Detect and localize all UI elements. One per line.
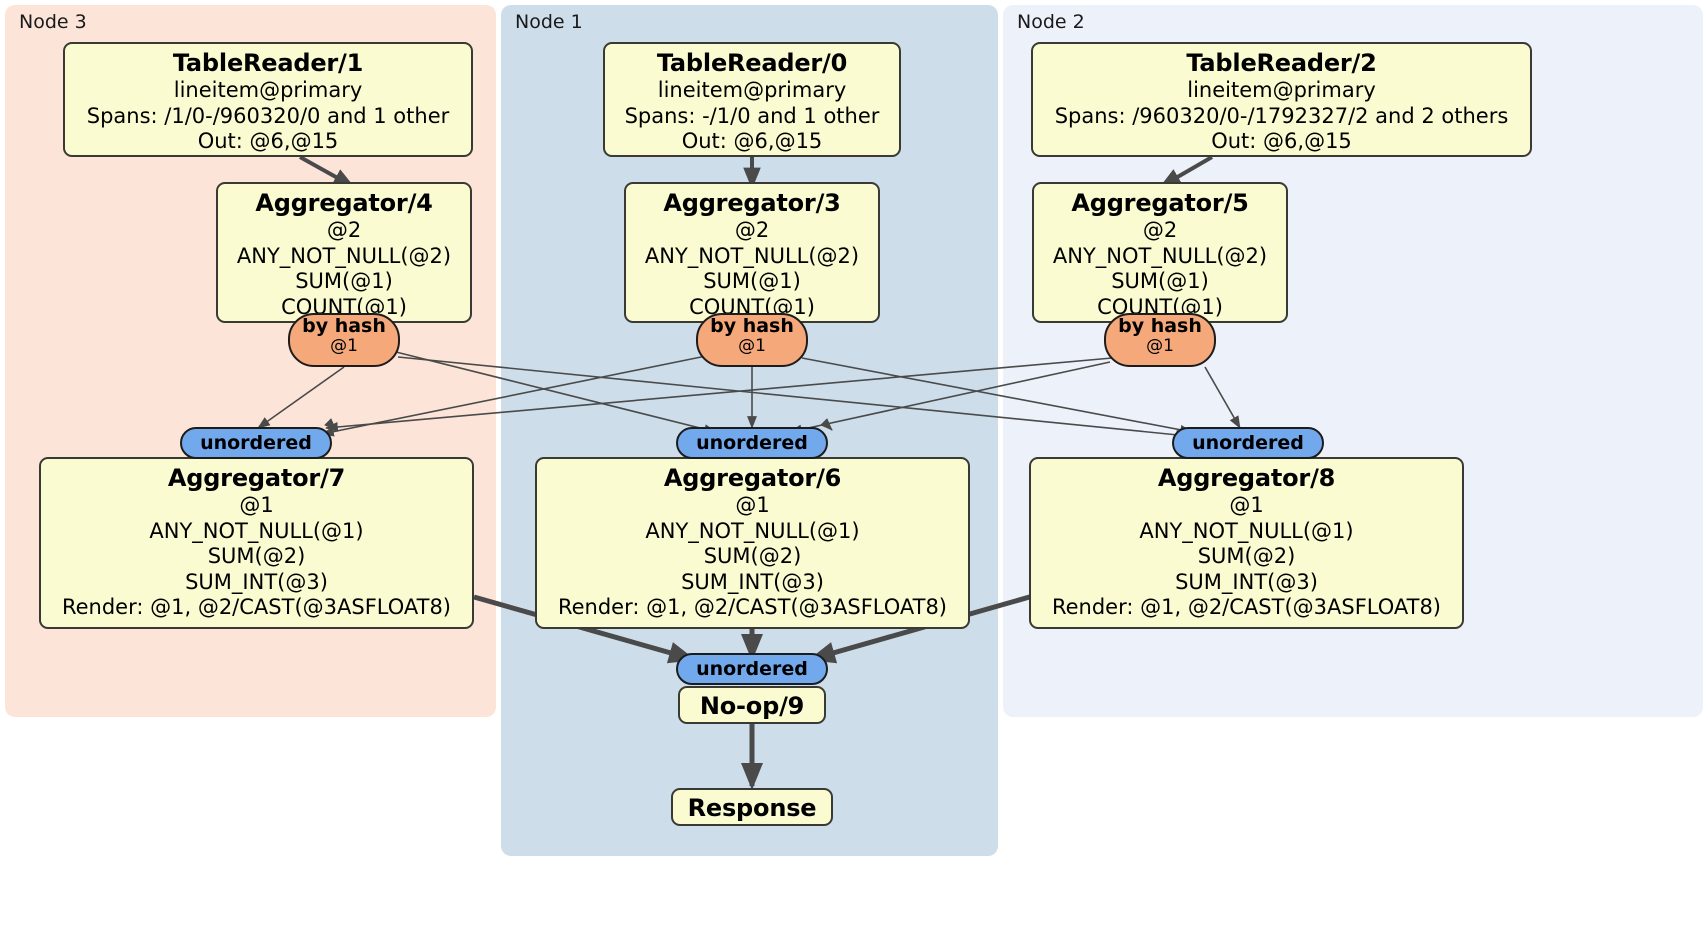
processor-title: TableReader/0: [656, 49, 848, 77]
processor-detail-line: @2: [326, 218, 362, 242]
processor-aggregator-3[interactable]: Aggregator/3 @2 ANY_NOT_NULL(@2) SUM(@1)…: [624, 182, 880, 323]
processor-response[interactable]: Response: [671, 788, 833, 826]
processor-detail-line: lineitem@primary: [173, 78, 363, 102]
processor-detail-line: Spans: /960320/0-/1792327/2 and 2 others: [1054, 103, 1509, 128]
processor-detail-line: ANY_NOT_NULL(@1): [1139, 518, 1354, 543]
node-panel-label-node2: Node 2: [1017, 11, 1085, 33]
processor-detail-line: Out: @6,@15: [1211, 129, 1352, 153]
processor-detail-line: Render: @1, @2/CAST(@3ASFLOAT8): [61, 595, 452, 619]
processor-title: TableReader/1: [172, 49, 364, 77]
router-kind-label: by hash: [302, 315, 386, 337]
processor-detail-line: SUM(@2): [207, 544, 306, 568]
router-by-hash-node1[interactable]: by hash @1: [696, 313, 808, 367]
synchronizer-kind-label: unordered: [200, 432, 312, 454]
processor-detail-line: SUM_INT(@3): [185, 569, 328, 594]
node-panel-label-node1: Node 1: [515, 11, 583, 33]
processor-detail-line: lineitem@primary: [657, 78, 847, 102]
processor-detail-line: @1: [239, 493, 274, 517]
processor-title: Aggregator/6: [663, 464, 842, 492]
router-column-label: @1: [1146, 336, 1174, 356]
processor-aggregator-6[interactable]: Aggregator/6 @1 ANY_NOT_NULL(@1) SUM(@2)…: [535, 457, 970, 629]
processor-detail-line: @2: [734, 218, 770, 242]
processor-detail-line: lineitem@primary: [1187, 78, 1376, 102]
processor-detail-line: Out: @6,@15: [681, 129, 823, 153]
processor-detail-line: ANY_NOT_NULL(@1): [645, 518, 860, 543]
processor-title: No-op/9: [699, 692, 805, 720]
processor-title: Response: [687, 794, 817, 822]
processor-title: TableReader/2: [1186, 49, 1377, 77]
processor-detail-line: ANY_NOT_NULL(@2): [236, 243, 452, 268]
synchronizer-unordered-final[interactable]: unordered: [676, 653, 828, 685]
processor-detail-line: @1: [735, 493, 770, 517]
processor-detail-line: SUM(@1): [703, 269, 801, 293]
synchronizer-kind-label: unordered: [1192, 432, 1304, 454]
processor-title: Aggregator/4: [255, 189, 433, 217]
synchronizer-unordered-node3[interactable]: unordered: [180, 427, 332, 459]
processor-title: Aggregator/7: [167, 464, 346, 492]
router-column-label: @1: [330, 336, 358, 356]
processor-tablereader-1[interactable]: TableReader/1 lineitem@primary Spans: /1…: [63, 42, 473, 157]
processor-detail-line: SUM_INT(@3): [1175, 569, 1318, 594]
processor-detail-line: @1: [1229, 493, 1264, 517]
processor-detail-line: ANY_NOT_NULL(@1): [149, 518, 364, 543]
router-kind-label: by hash: [710, 315, 794, 337]
processor-aggregator-8[interactable]: Aggregator/8 @1 ANY_NOT_NULL(@1) SUM(@2)…: [1029, 457, 1464, 629]
processor-detail-line: ANY_NOT_NULL(@2): [1052, 243, 1268, 268]
processor-detail-line: @2: [1142, 218, 1178, 242]
processor-tablereader-0[interactable]: TableReader/0 lineitem@primary Spans: -/…: [603, 42, 901, 157]
processor-detail-line: SUM(@1): [1111, 269, 1209, 293]
processor-aggregator-7[interactable]: Aggregator/7 @1 ANY_NOT_NULL(@1) SUM(@2)…: [39, 457, 474, 629]
router-column-label: @1: [738, 336, 766, 356]
processor-detail-line: Render: @1, @2/CAST(@3ASFLOAT8): [1051, 595, 1442, 619]
processor-detail-line: Out: @6,@15: [197, 129, 339, 153]
processor-tablereader-2[interactable]: TableReader/2 lineitem@primary Spans: /9…: [1031, 42, 1532, 157]
synchronizer-unordered-node2[interactable]: unordered: [1172, 427, 1324, 459]
processor-aggregator-4[interactable]: Aggregator/4 @2 ANY_NOT_NULL(@2) SUM(@1)…: [216, 182, 472, 323]
processor-title: Aggregator/5: [1071, 189, 1249, 217]
processor-detail-line: ANY_NOT_NULL(@2): [644, 243, 860, 268]
processor-detail-line: Spans: -/1/0 and 1 other: [624, 103, 880, 128]
processor-detail-line: SUM(@2): [1197, 544, 1296, 568]
processor-noop-9[interactable]: No-op/9: [678, 686, 826, 724]
processor-detail-line: SUM(@1): [295, 269, 393, 293]
synchronizer-unordered-node1[interactable]: unordered: [676, 427, 828, 459]
synchronizer-kind-label: unordered: [696, 432, 808, 454]
router-by-hash-node2[interactable]: by hash @1: [1104, 313, 1216, 367]
processor-detail-line: SUM(@2): [703, 544, 802, 568]
processor-title: Aggregator/8: [1157, 464, 1336, 492]
processor-detail-line: Render: @1, @2/CAST(@3ASFLOAT8): [557, 595, 948, 619]
processor-aggregator-5[interactable]: Aggregator/5 @2 ANY_NOT_NULL(@2) SUM(@1)…: [1032, 182, 1288, 323]
processor-detail-line: Spans: /1/0-/960320/0 and 1 other: [86, 103, 450, 128]
router-by-hash-node3[interactable]: by hash @1: [288, 313, 400, 367]
router-kind-label: by hash: [1118, 315, 1202, 337]
processor-detail-line: SUM_INT(@3): [681, 569, 824, 594]
processor-title: Aggregator/3: [663, 189, 841, 217]
node-panel-label-node3: Node 3: [19, 11, 87, 33]
synchronizer-kind-label: unordered: [696, 658, 808, 680]
